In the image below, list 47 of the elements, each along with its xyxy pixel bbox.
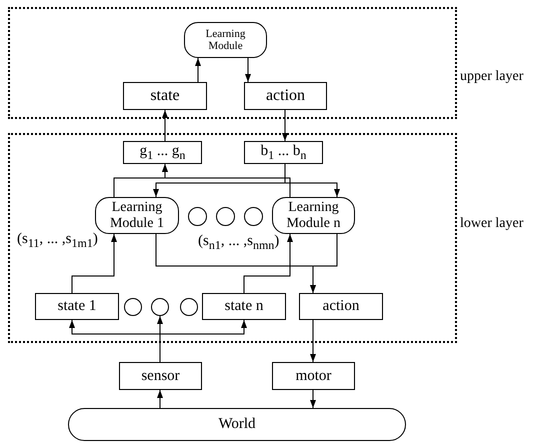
process-box	[35, 293, 119, 320]
ellipsis-circle	[244, 207, 263, 226]
ellipsis-circle	[124, 298, 142, 316]
arrow	[282, 110, 288, 142]
node-label: action	[264, 87, 306, 105]
node-label: sensor	[140, 368, 181, 384]
ellipsis-circle	[180, 298, 198, 316]
node-label: b$_{1}$ ... b$_{n}$	[260, 142, 308, 162]
node-label: Learning Module	[204, 28, 246, 52]
arrow	[157, 390, 163, 408]
process-box	[119, 362, 202, 390]
process-box	[272, 362, 355, 390]
arrow	[245, 58, 251, 82]
arrow	[310, 234, 338, 294]
process-box	[299, 293, 383, 320]
node-label: World	[217, 416, 257, 433]
ellipsis-circle	[216, 207, 235, 226]
node-label: g$_{1}$ ... g$_{n}$	[138, 142, 186, 162]
arrow	[310, 320, 316, 362]
node-label: state	[149, 87, 181, 105]
node-label: state 1	[56, 298, 98, 315]
layer-label: lower layer	[460, 216, 524, 232]
ellipsis-circle	[188, 207, 207, 226]
node-label: Learning Module n	[285, 200, 342, 231]
process-box	[123, 141, 202, 164]
arrow	[162, 110, 168, 142]
module-box	[184, 22, 267, 58]
arrow	[195, 58, 201, 82]
process-box	[123, 82, 207, 110]
state-tuple-label: (s$_{n1}$, ... ,s$_{nmn}$)	[198, 233, 280, 253]
module-box	[272, 197, 355, 234]
node-label: state n	[224, 298, 264, 315]
layer-label: upper layer	[460, 69, 524, 85]
arrow	[244, 234, 293, 294]
node-label: action	[322, 298, 360, 315]
state-tuple-label: (s$_{11}$, ... ,s$_{1m1}$)	[17, 231, 98, 251]
arrow	[72, 234, 117, 294]
process-box	[244, 82, 327, 110]
world-box	[68, 408, 406, 441]
arrow	[310, 390, 316, 408]
node-label: Learning Module 1	[108, 200, 166, 231]
node-label: motor	[294, 368, 332, 384]
ellipsis-circle	[151, 298, 169, 316]
process-box	[202, 293, 286, 320]
module-box	[95, 197, 179, 234]
arrow	[160, 320, 247, 362]
process-box	[244, 141, 323, 164]
